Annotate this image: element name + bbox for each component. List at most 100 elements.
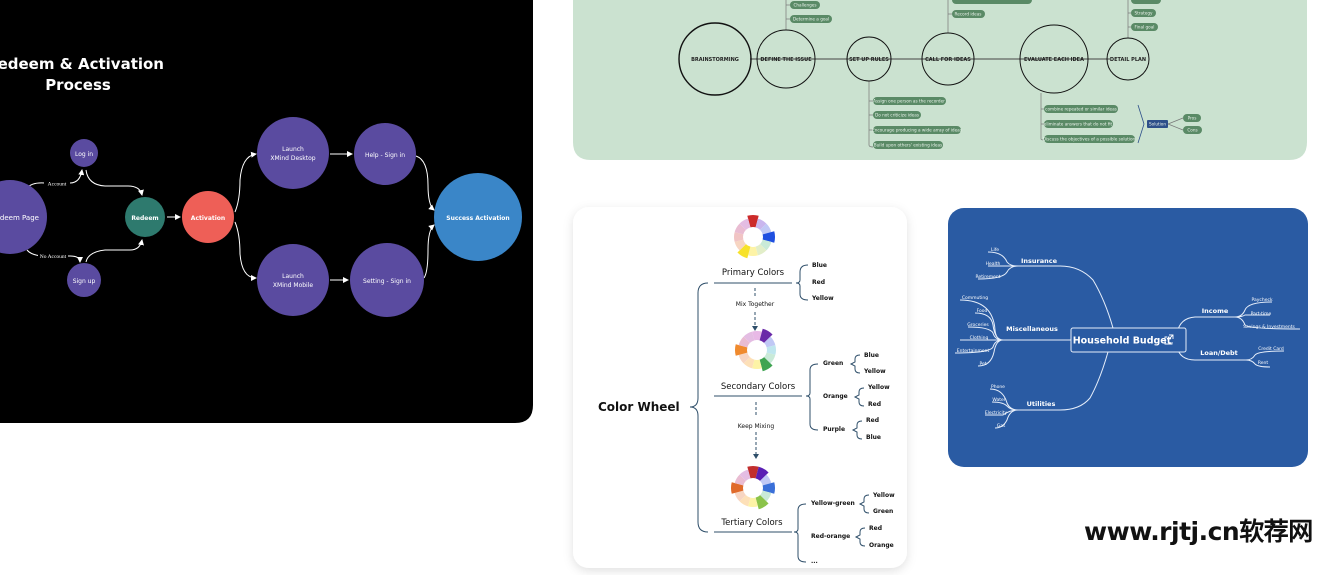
wheel-segment [734,239,746,251]
leaf[interactable]: Commuting [962,295,988,301]
tertiary-colors-label: Tertiary Colors [720,518,783,528]
leaf[interactable]: Food [977,308,988,314]
household-budget-card[interactable]: Household Budget Insurance Life Health R… [948,208,1308,467]
node-setting-sign-in[interactable]: Setting - Sign in [350,243,424,317]
svg-text:XMind Mobile: XMind Mobile [273,282,313,289]
secondary-item: Blue [864,352,879,359]
wheel-segment [738,336,750,348]
branch-income[interactable]: Income [1202,307,1229,315]
pill-combine-ideas[interactable]: combine repeated or similar ideas [1044,105,1118,113]
svg-text:Redeem Page: Redeem Page [0,214,39,222]
leaf[interactable]: Savings & Investments [1243,324,1295,330]
pill-build-upon[interactable]: Build upon others' existing ideas [873,141,943,149]
leaf[interactable]: Retirement [976,274,1001,280]
leaf[interactable]: Rent [1258,360,1269,366]
central-topic-household-budget[interactable]: Household Budget [1070,327,1187,353]
wheel-segment [759,357,773,372]
secondary-group: Orange [823,393,848,400]
wheel-segment [743,357,755,369]
pill-strategy[interactable]: Strategy [1131,9,1156,17]
node-redeem[interactable]: Redeem [125,197,165,237]
svg-text:Cons: Cons [1187,128,1197,133]
external-link-icon[interactable] [1164,334,1174,345]
wheel-segment [762,482,776,494]
leaf[interactable]: Phone [991,384,1005,390]
svg-text:SET UP RULES: SET UP RULES [849,57,889,63]
svg-text:Discuss the objectives of a po: Discuss the objectives of a possible sol… [1043,137,1136,142]
primary-item: Yellow [811,295,834,302]
step-evaluate-each-idea[interactable]: EVALUATE EACH IDEA [1019,24,1089,94]
node-help-sign-in[interactable]: Help - Sign in [354,123,416,185]
leaf[interactable]: Paycheck [1251,297,1273,303]
wheel-segment [747,215,759,228]
pill-determine-goal[interactable]: Determine a goal [790,15,832,23]
watermark: www.rjtj.cn软荐网 [1084,517,1313,546]
pill-challenges[interactable]: Challenges [790,1,820,9]
step-define-the-issue[interactable]: DEFINE THE ISSUE [756,29,816,89]
branch-miscellaneous[interactable]: Miscellaneous [1006,325,1058,333]
node-sign-up[interactable]: Sign up [67,263,101,297]
leaf[interactable]: Clothing [970,335,989,341]
leaf[interactable]: Life [991,247,999,253]
color-wheel-card[interactable]: Color Wheel Primary Colors Mix Together … [573,207,907,568]
leaf[interactable]: Entertainment [957,348,990,354]
svg-text:Do not criticize ideas: Do not criticize ideas [875,113,919,118]
svg-text:Determine a goal: Determine a goal [793,17,829,22]
leaf[interactable]: Water [992,397,1005,403]
secondary-color-wheel [734,328,776,372]
pill-do-not-criticize[interactable]: Do not criticize ideas [873,111,921,119]
node-brainstorming[interactable]: BRAINSTORMING [678,22,752,96]
leaf[interactable]: Groceries [967,322,989,328]
pill-pros[interactable]: Pros [1183,114,1201,122]
secondary-colors-label: Secondary Colors [721,382,796,392]
leaf[interactable]: Pet [979,361,986,367]
pill-encourage-ideas[interactable]: Encourage producing a wide array of idea… [872,126,962,134]
card-title-2: Process [45,76,111,94]
pill-final-goal[interactable]: Final goal [1131,23,1158,31]
tertiary-more: ... [811,558,818,565]
branch-utilities[interactable]: Utilities [1027,400,1056,408]
step-detail-plan[interactable]: DETAIL PLAN [1106,37,1150,81]
secondary-item: Blue [866,434,881,441]
svg-text:Household Budget: Household Budget [1073,336,1172,347]
svg-text:eliminate answers that do not: eliminate answers that do not fit [1044,122,1113,127]
leaf[interactable]: Part-time [1251,311,1272,317]
pill-assign-recorder[interactable]: Assign one person as the recorder [873,97,946,105]
svg-text:BRAINSTORMING: BRAINSTORMING [691,57,739,63]
brainstorming-card[interactable]: BRAINSTORMING DEFINE THE ISSUE SET UP RU… [573,0,1307,160]
wheel-segment [734,474,746,486]
pill-discuss-objectives[interactable]: Discuss the objectives of a possible sol… [1043,135,1136,143]
solution-node[interactable]: Solution [1147,120,1168,128]
redeem-activation-card[interactable]: Redeem & Activation Process Account No A… [0,0,533,423]
primary-item: Blue [812,262,827,269]
node-log-in[interactable]: Log in [70,139,98,167]
step-set-up-rules[interactable]: SET UP RULES [846,36,892,82]
leaf[interactable]: Gas [997,423,1006,429]
step-call-for-ideas[interactable]: CALL FOR IDEAS [921,32,975,86]
branch-loan-debt[interactable]: Loan/Debt [1200,349,1238,357]
node-activation[interactable]: Activation [182,191,234,243]
pill-eliminate-answers[interactable]: eliminate answers that do not fit [1044,120,1113,128]
svg-text:Launch: Launch [282,146,304,153]
svg-text:Final goal: Final goal [1135,25,1155,30]
wheel-segment [734,223,746,235]
wheel-segment [755,466,769,481]
pill-cons[interactable]: Cons [1183,126,1202,134]
primary-item: Red [812,279,825,286]
wheel-segment [739,218,751,230]
flow-edges [26,151,435,283]
leaf[interactable]: Electricity [985,410,1008,416]
tertiary-color-wheel [731,465,776,510]
node-redeem-page[interactable]: Redeem Page [0,180,47,254]
branch-insurance[interactable]: Insurance [1021,257,1058,265]
pill-record-ideas[interactable]: Record ideas [952,10,985,18]
leaf[interactable]: Credit Card [1258,346,1284,352]
svg-text:Assign one person as the recor: Assign one person as the recorder [873,99,945,104]
svg-text:Encourage producing a wide arr: Encourage producing a wide array of idea… [872,128,962,133]
tertiary-group: Red-orange [811,533,850,540]
wheel-segment [743,331,755,343]
leaf[interactable]: Health [986,261,1001,267]
node-success-activation[interactable]: Success Activation [434,173,522,261]
